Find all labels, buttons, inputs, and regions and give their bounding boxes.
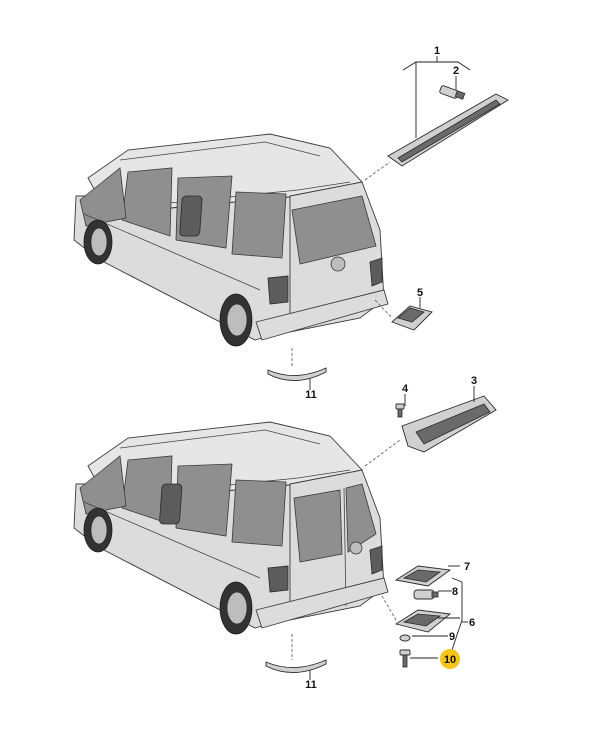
leader-lines bbox=[309, 56, 475, 680]
part-8-bulb bbox=[413, 589, 439, 600]
callout-1: 1 bbox=[434, 45, 440, 57]
callout-3: 3 bbox=[471, 375, 477, 387]
part-6-plate-light-housing bbox=[381, 595, 452, 633]
callouts: 1 2 5 11 3 4 7 8 6 9 10 11 bbox=[305, 45, 477, 691]
callout-4: 4 bbox=[402, 383, 409, 395]
callout-5: 5 bbox=[417, 287, 423, 299]
callout-11-top: 11 bbox=[305, 389, 317, 401]
callout-2: 2 bbox=[453, 65, 459, 77]
part-10-screw bbox=[399, 649, 411, 668]
part-9-washer bbox=[399, 634, 411, 642]
van-top bbox=[73, 133, 389, 347]
part-1-brake-light-bar bbox=[364, 93, 509, 181]
part-7-frame bbox=[394, 565, 452, 587]
callout-10-highlight bbox=[440, 649, 460, 669]
callout-9: 9 bbox=[449, 631, 455, 643]
part-3-brake-light-housing bbox=[364, 395, 497, 467]
part-11-trim-bottom bbox=[265, 634, 327, 673]
part-5-plate-light bbox=[374, 299, 433, 331]
part-2-bulb bbox=[439, 85, 466, 100]
callout-7: 7 bbox=[464, 561, 470, 573]
callout-6: 6 bbox=[469, 617, 475, 629]
van-bottom bbox=[73, 421, 389, 635]
callout-8: 8 bbox=[452, 586, 458, 598]
callout-11-bottom: 11 bbox=[305, 679, 317, 691]
part-11-trim-top bbox=[267, 348, 327, 381]
callout-10: 10 bbox=[444, 654, 456, 666]
part-4-screw bbox=[395, 403, 405, 418]
